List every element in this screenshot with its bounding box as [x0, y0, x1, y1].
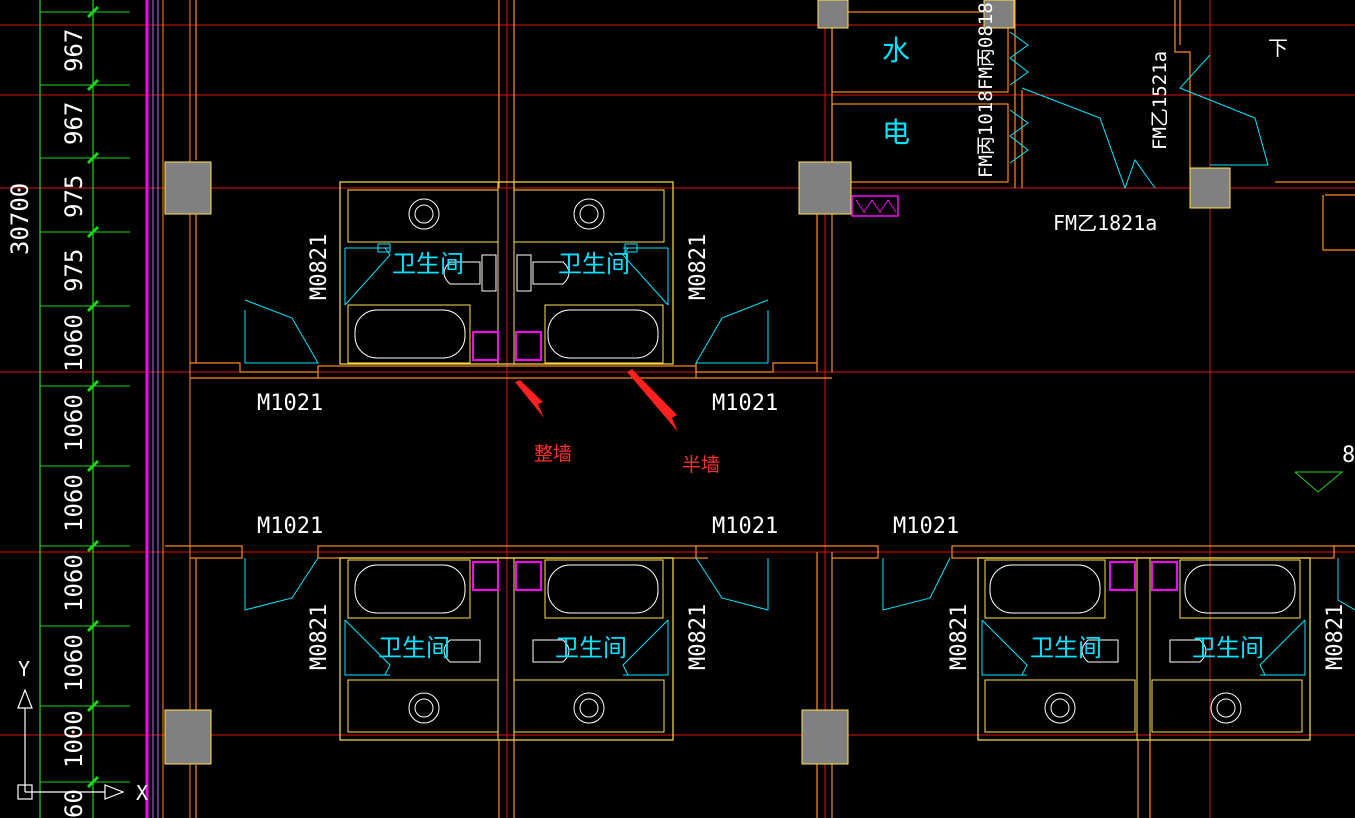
lower-bathrooms-left	[244, 557, 951, 741]
door-label-m1021: M1021	[712, 391, 778, 416]
dim-total: 30700	[6, 183, 34, 255]
dim-segment: 1000	[60, 710, 88, 768]
room-label-bathroom: 卫生间	[1030, 634, 1102, 662]
ucs-x-label: X	[136, 781, 148, 805]
ucs-y-label: Y	[18, 657, 30, 681]
room-label-bathroom: 卫生间	[558, 250, 630, 278]
room-label-bathroom: 卫生间	[555, 634, 627, 662]
dim-segment: 975	[60, 175, 88, 218]
door-label-m1021: M1021	[712, 514, 778, 539]
walls	[165, 0, 1355, 818]
dim-segment: 975	[60, 249, 88, 292]
dimension-string: 30700 967 967 975 975 1060 1060 1060 106…	[6, 0, 130, 818]
room-label-bathroom: 卫生间	[378, 634, 450, 662]
room-labels: 卫生间 卫生间 卫生间 卫生间 卫生间 卫生间 水 电 下 8	[378, 34, 1355, 662]
door-label-m0821: M0821	[686, 604, 711, 670]
door-label-fm-1018: FM丙1018	[975, 90, 997, 178]
room-label-bathroom: 卫生间	[1192, 634, 1264, 662]
door-label-m1021: M1021	[257, 391, 323, 416]
door-label-m1021: M1021	[893, 514, 959, 539]
ucs-icon: Y X	[17, 657, 148, 805]
door-label-m1021: M1021	[257, 514, 323, 539]
dim-segment: 1060	[60, 474, 88, 532]
room-label-down: 下	[1268, 36, 1288, 60]
arrow-half-wall	[627, 369, 678, 432]
annotation-full-wall: 整墙	[534, 443, 572, 465]
annotations: 整墙 半墙	[515, 369, 720, 476]
dim-segment: 967	[60, 29, 88, 72]
door-label-fm-1521a: FM乙1521a	[1149, 51, 1171, 150]
lower-bathrooms-right	[977, 557, 1355, 741]
arrow-full-wall	[515, 380, 544, 418]
room-label-partial: 8	[1342, 443, 1355, 468]
dim-segment: 1060	[60, 634, 88, 692]
dim-segment: 1060	[60, 394, 88, 452]
dim-segment: 1060	[60, 314, 88, 372]
door-label-m0821: M0821	[1323, 604, 1348, 670]
door-labels: M1021 M1021 M1021 M1021 M1021 M0821 M082…	[257, 2, 1348, 670]
columns	[164, 0, 1231, 765]
dim-segment: 60	[60, 789, 88, 818]
door-label-fm-0818: FM丙0818	[975, 2, 997, 90]
exterior-wall	[145, 0, 191, 818]
door-label-m0821: M0821	[686, 234, 711, 300]
door-label-m0821: M0821	[307, 234, 332, 300]
dim-segment: 967	[60, 102, 88, 145]
fire-doors	[851, 31, 1344, 493]
room-label-electric: 电	[882, 116, 910, 149]
annotation-half-wall: 半墙	[682, 454, 720, 476]
dim-segment: 1060	[60, 554, 88, 612]
upper-bathrooms	[244, 181, 769, 365]
door-label-fm-1821a: FM乙1821a	[1053, 211, 1157, 235]
door-label-m0821: M0821	[947, 604, 972, 670]
room-label-bathroom: 卫生间	[392, 250, 464, 278]
room-label-water: 水	[882, 34, 910, 67]
door-label-m0821: M0821	[307, 604, 332, 670]
